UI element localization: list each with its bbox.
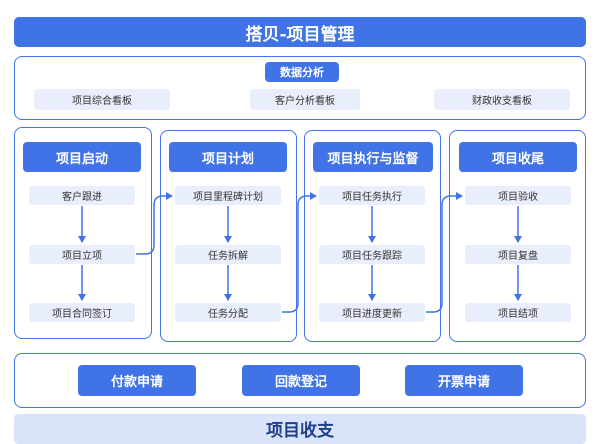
- page-title: 搭贝-项目管理: [14, 17, 586, 47]
- invoice-request-button[interactable]: 开票申请: [405, 365, 523, 396]
- step-closure[interactable]: 项目结项: [465, 303, 571, 322]
- stage-title-execute: 项目执行与监督: [313, 142, 433, 172]
- step-milestone-plan[interactable]: 项目里程碑计划: [175, 186, 281, 205]
- board-customer-analysis[interactable]: 客户分析看板: [250, 89, 360, 110]
- step-review[interactable]: 项目复盘: [465, 245, 571, 264]
- step-contract-signing[interactable]: 项目合同签订: [29, 303, 135, 322]
- step-progress-update[interactable]: 项目进度更新: [319, 303, 425, 322]
- project-finance-header: 项目收支: [14, 414, 586, 444]
- data-analysis-header: 数据分析: [265, 62, 339, 82]
- step-acceptance[interactable]: 项目验收: [465, 186, 571, 205]
- stage-title-start: 项目启动: [23, 142, 141, 172]
- step-customer-follow[interactable]: 客户跟进: [29, 186, 135, 205]
- step-task-tracking[interactable]: 项目任务跟踪: [319, 245, 425, 264]
- step-task-execution[interactable]: 项目任务执行: [319, 186, 425, 205]
- step-task-breakdown[interactable]: 任务拆解: [175, 245, 281, 264]
- stage-title-plan: 项目计划: [169, 142, 287, 172]
- step-project-approval[interactable]: 项目立项: [29, 245, 135, 264]
- board-finance[interactable]: 财政收支看板: [434, 89, 570, 110]
- step-task-assignment[interactable]: 任务分配: [175, 303, 281, 322]
- payment-request-button[interactable]: 付款申请: [78, 365, 196, 396]
- flow-arrows: [78, 192, 522, 313]
- receipt-register-button[interactable]: 回款登记: [242, 365, 360, 396]
- board-project-overview[interactable]: 项目综合看板: [34, 89, 170, 110]
- stage-title-close: 项目收尾: [459, 142, 577, 172]
